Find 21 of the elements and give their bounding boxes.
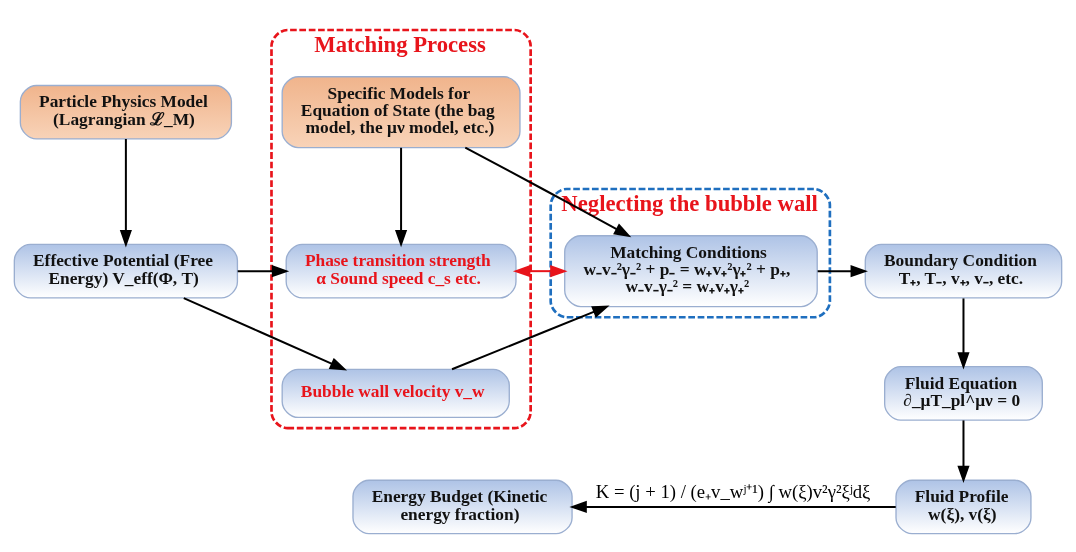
- arrow: [816, 264, 868, 277]
- arrow: [236, 264, 290, 277]
- node-box: Fluid Equation ∂_μT_pl^μν = 0: [884, 365, 1043, 421]
- node-box: Fluid Profile w(ξ), v(ξ): [895, 479, 1032, 534]
- node-box: Effective Potential (Free Energy) V_eff(Φ, T): [13, 243, 239, 299]
- arrow: [513, 264, 568, 277]
- node-box: Matching Conditions w₋v₋²γ₋² + p₋ = w₊v₊²γ₊² + p₊, w₋v₋γ₋² = w₊v₊γ₊²: [564, 234, 818, 307]
- node-box: Energy Budget (Kinetic energy fraction): [352, 479, 573, 534]
- arrow: [395, 146, 408, 247]
- node-box: Particle Physics Model (Lagrangian ℒ_M): [19, 84, 233, 140]
- arrow: [451, 304, 610, 370]
- arrow: [182, 296, 348, 370]
- node-box: Bubble wall velocity v_w: [281, 368, 510, 418]
- node-box: Phase transition strength α Sound speed c_s etc.: [285, 243, 517, 299]
- arrow: [957, 418, 970, 483]
- arrow: [569, 500, 897, 513]
- arrow: [957, 296, 970, 370]
- node-box: Boundary Condition T₊, T₋, v₊, v₋, etc.: [864, 243, 1063, 299]
- node-box: Specific Models for Equation of State (the bag model, the μν model, etc.): [281, 75, 521, 148]
- arrow: [119, 137, 132, 247]
- edge-label: K = (j + 1) / (e₊v_wʲ⁺¹) ∫ w(ξ)v²γ²ξʲdξ: [595, 480, 871, 502]
